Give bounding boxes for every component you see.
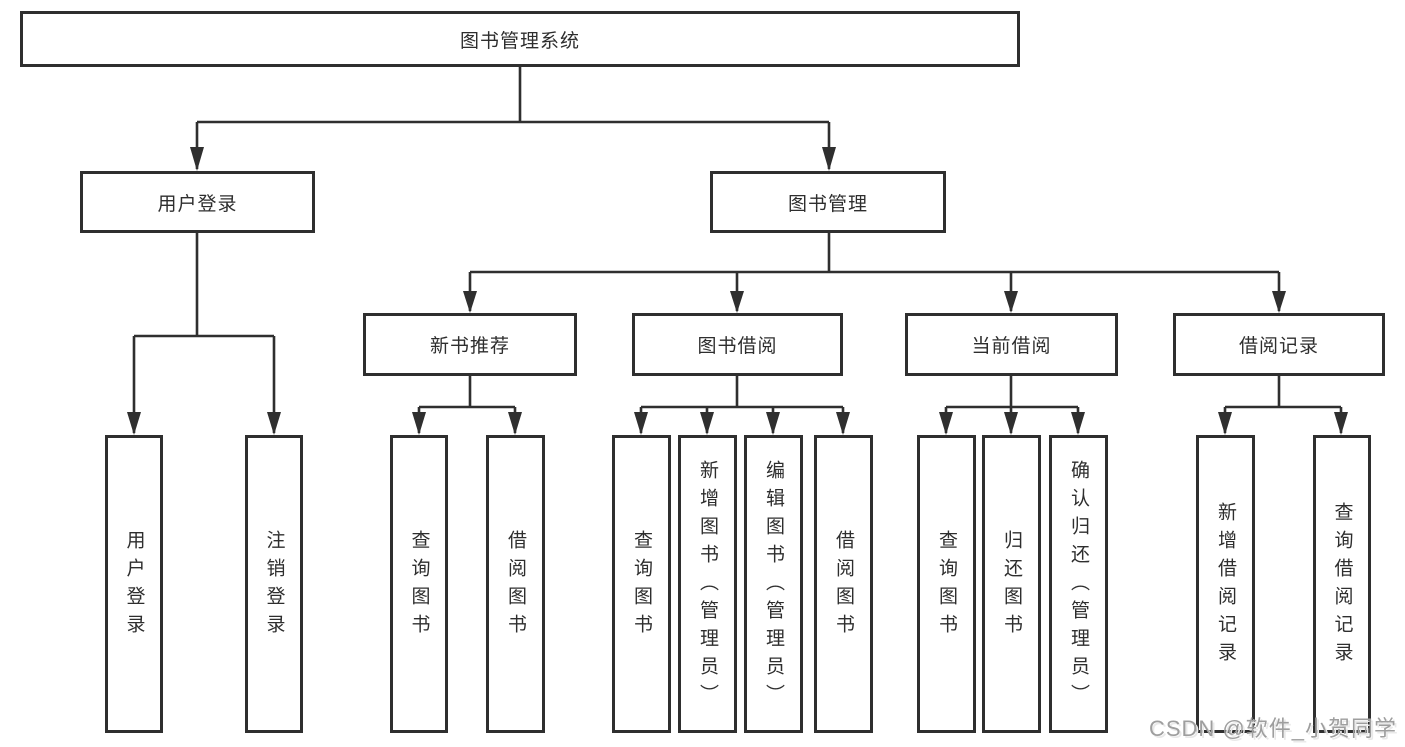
- csdn-watermark: CSDN @软件_小贺同学: [1148, 716, 1397, 741]
- node-root-system: 图书管理系统: [20, 11, 1020, 67]
- node-new-book-recommend: 新书推荐: [363, 313, 577, 376]
- node-book-management: 图书管理: [710, 171, 946, 233]
- leaf-borrow-books: 借阅图书: [814, 435, 873, 733]
- leaf-add-books-admin: 新增图书（管理员）: [678, 435, 737, 733]
- leaf-confirm-return-admin: 确认归还（管理员）: [1049, 435, 1108, 733]
- leaf-query-books-borrow: 查询图书: [612, 435, 671, 733]
- node-borrow-records: 借阅记录: [1173, 313, 1385, 376]
- node-current-borrow: 当前借阅: [905, 313, 1118, 376]
- leaf-query-books-recommend: 查询图书: [390, 435, 448, 733]
- node-user-login: 用户登录: [80, 171, 315, 233]
- leaf-borrow-books-recommend: 借阅图书: [486, 435, 545, 733]
- leaf-return-books: 归还图书: [982, 435, 1041, 733]
- leaf-logout: 注销登录: [245, 435, 303, 733]
- leaf-edit-books-admin: 编辑图书（管理员）: [744, 435, 803, 733]
- leaf-user-login: 用户登录: [105, 435, 163, 733]
- leaf-add-borrow-record: 新增借阅记录: [1196, 435, 1255, 733]
- leaf-query-books-current: 查询图书: [917, 435, 976, 733]
- node-book-borrow: 图书借阅: [632, 313, 843, 376]
- leaf-query-borrow-record: 查询借阅记录: [1313, 435, 1371, 733]
